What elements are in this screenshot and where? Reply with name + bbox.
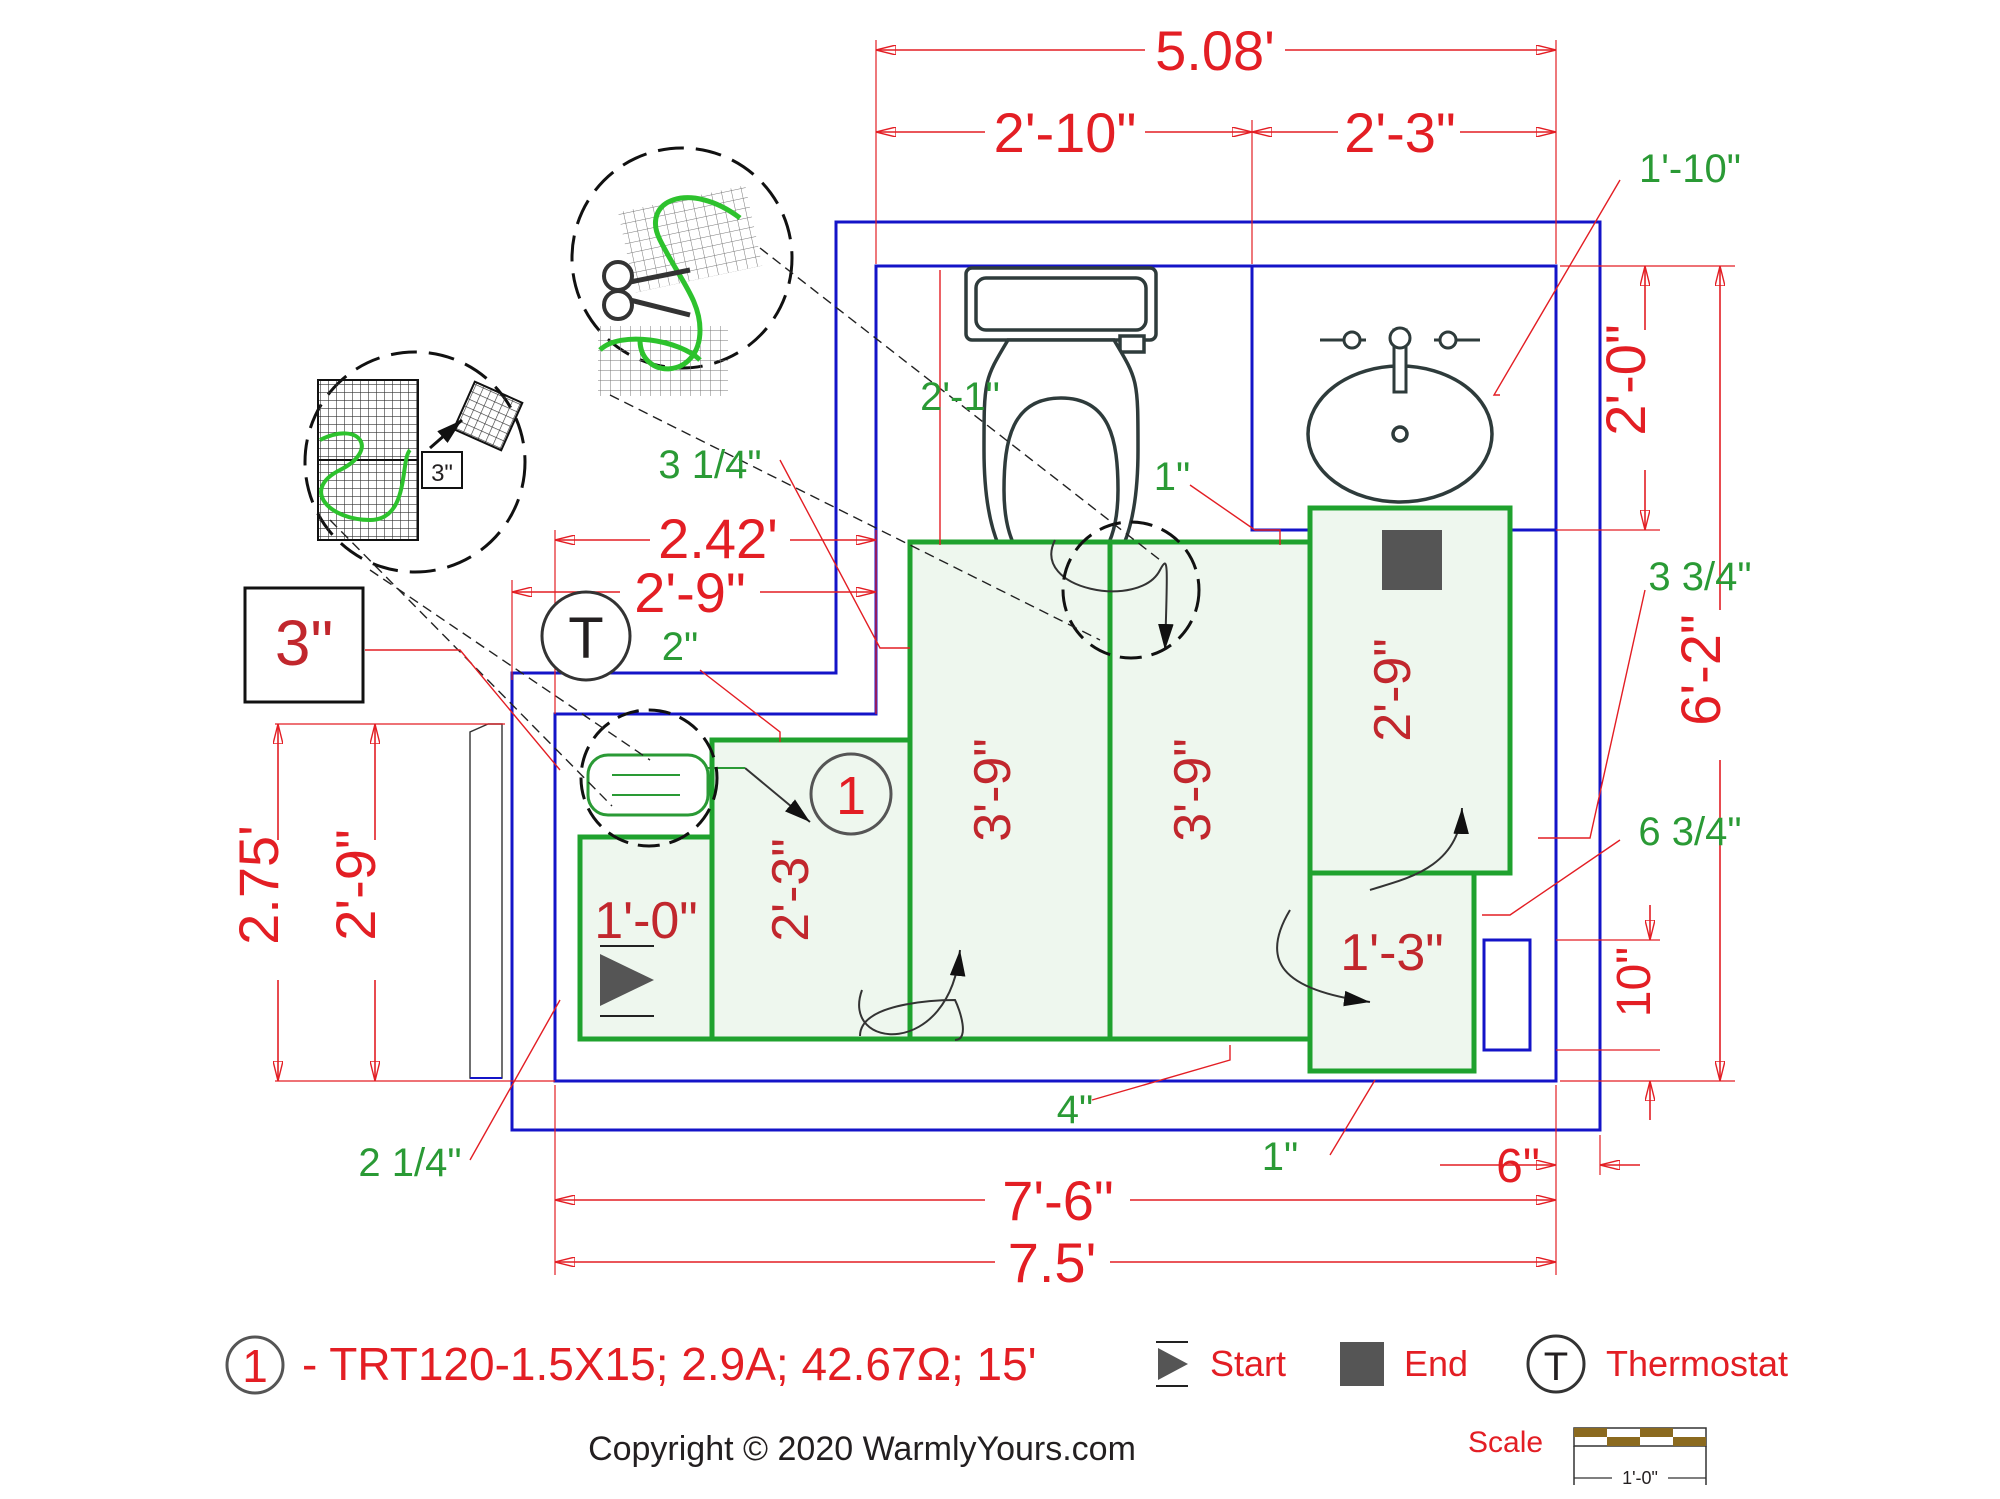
dim-mid-ft: 2'-9" (634, 561, 746, 624)
end-marker (1382, 530, 1442, 590)
mat-number-circle (809, 752, 893, 836)
dim-top-total: 5.08' (1155, 19, 1275, 82)
note-2-1-4: 2 1/4" (358, 1141, 461, 1185)
start-icon (1158, 1348, 1188, 1380)
dim-top-right: 2'-3" (1344, 101, 1456, 164)
note-1-10: 1'-10" (1639, 147, 1741, 191)
note-1-top: 1" (1154, 455, 1190, 499)
mat-number: 1 (836, 766, 866, 826)
legend-end: End (1404, 1343, 1468, 1384)
note-6-3-4: 6 3/4" (1638, 810, 1741, 854)
detail-circles: 3" (303, 146, 1201, 848)
mat-label-2: 2'-3" (762, 838, 820, 942)
toilet (964, 266, 1158, 592)
mat-label-5: 2'-9" (1364, 638, 1422, 742)
dim-right-upper: 2'-0" (1594, 324, 1657, 436)
legend: 1 - TRT120-1.5X15; 2.9A; 42.67Ω; 15' Sta… (225, 1334, 1788, 1395)
scale-label: Scale (1468, 1426, 1543, 1459)
footer: Copyright © 2020 WarmlyYours.com Scale 1… (588, 1426, 1707, 1488)
dim-bottom-decimal: 7.5' (1008, 1231, 1097, 1294)
dimension-labels: 5.08' 2'-10" 2'-3" 6'-2" 2'-0" 10" 2.75'… (227, 19, 1732, 1294)
scale-value: 1'-0" (1622, 1468, 1658, 1488)
dim-right-lower: 10" (1608, 947, 1661, 1017)
dim-top-left: 2'-10" (994, 101, 1137, 164)
clearance-notes: 1'-10" 2'-1" 3 1/4" 1" 3 3/4" 6 3/4" 2" … (358, 147, 1751, 1185)
thermostat-icon (540, 590, 632, 682)
mat-label-4: 3'-9" (1164, 738, 1222, 842)
dim-left-inner: 2'-9" (324, 829, 387, 941)
cut-spacing-box (243, 586, 365, 704)
legend-thermostat-symbol: T (1544, 1345, 1568, 1389)
inset-cut-label: 3" (431, 460, 453, 487)
note-3-3-4: 3 3/4" (1648, 555, 1751, 599)
dim-right-total: 6'-2" (1669, 614, 1732, 726)
dim-bottom-small: 6" (1496, 1140, 1540, 1193)
mat-labels: 1'-0" 2'-3" 3'-9" 3'-9" 2'-9" 1'-3" (594, 638, 1444, 982)
note-4: 4" (1057, 1088, 1093, 1132)
mat-turn-arrows (700, 539, 1469, 1041)
scissors-icon (602, 260, 691, 321)
dim-bottom-ft: 7'-6" (1002, 1169, 1114, 1232)
legend-number: 1 (242, 1340, 268, 1392)
thermostat-legend-icon (1526, 1334, 1586, 1394)
legend-product: - TRT120-1.5X15; 2.9A; 42.67Ω; 15' (302, 1338, 1036, 1390)
scale-bar: 1'-0" (1573, 1427, 1707, 1488)
mat-label-6: 1'-3" (1340, 924, 1444, 982)
start-marker (600, 954, 654, 1006)
cut-spacing-label: 3" (275, 607, 333, 679)
note-2: 2" (662, 625, 698, 669)
thermostat-symbol: T (568, 606, 603, 671)
dim-left-outer: 2.75' (227, 825, 290, 945)
note-3-1-4: 3 1/4" (658, 443, 761, 487)
mat-label-1: 1'-0" (594, 892, 698, 950)
end-icon (1340, 1342, 1384, 1386)
mat-label-3: 3'-9" (964, 738, 1022, 842)
note-2-1: 2'-1" (920, 375, 1000, 419)
legend-thermostat: Thermostat (1606, 1343, 1788, 1384)
dim-mid-decimal: 2.42' (658, 507, 778, 570)
copyright: Copyright © 2020 WarmlyYours.com (588, 1430, 1136, 1468)
sink (1306, 326, 1494, 504)
note-leaders (365, 179, 1646, 1161)
heating-mats (577, 505, 1513, 1074)
note-1-bottom: 1" (1262, 1135, 1298, 1179)
legend-start: Start (1210, 1343, 1286, 1384)
